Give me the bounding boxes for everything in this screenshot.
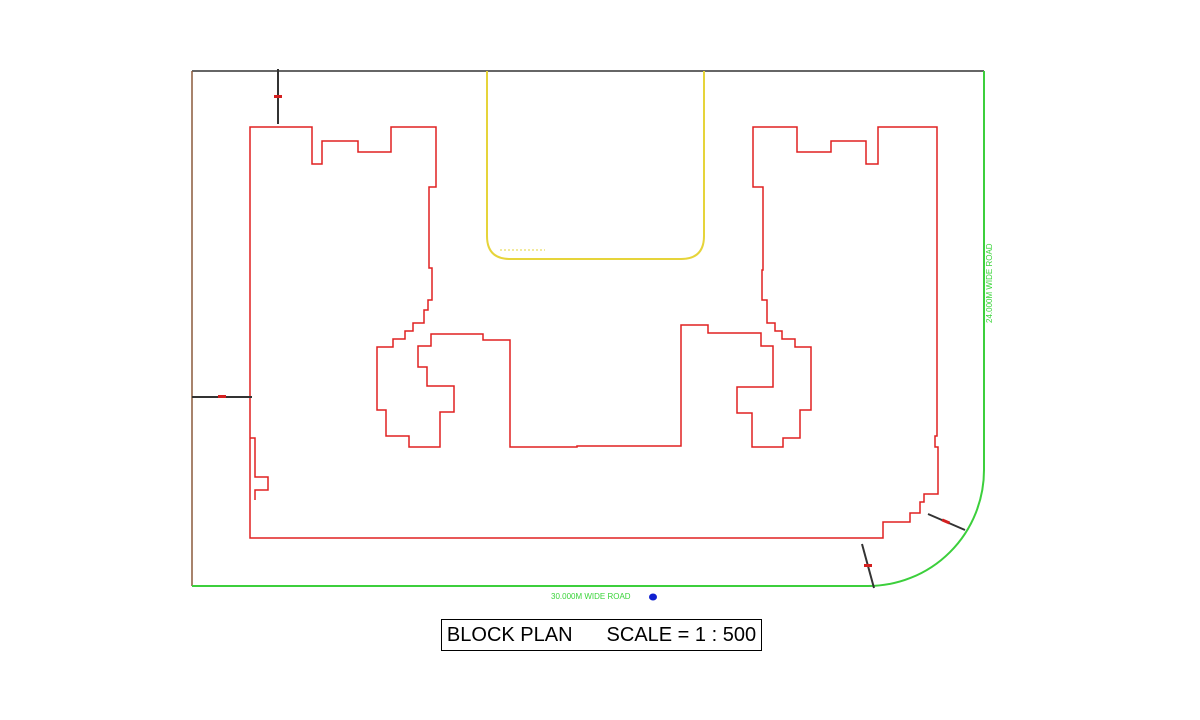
bottom-road-label: 30.000M WIDE ROAD <box>551 592 631 601</box>
gate-right-curve <box>927 513 966 531</box>
plan-title: BLOCK PLAN <box>446 623 573 646</box>
right-road-label: 24.000M WIDE ROAD <box>985 243 994 323</box>
building-left-notch <box>250 437 269 500</box>
road-edge-boundary <box>192 71 985 587</box>
north-point-icon <box>649 593 657 601</box>
gate-left <box>192 395 252 398</box>
pool-outline <box>486 71 705 260</box>
building-outline <box>249 126 939 539</box>
block-plan-title-box: BLOCK PLAN SCALE = 1 : 500 <box>441 619 762 651</box>
gate-bottom-curve <box>861 543 875 589</box>
gate-top-left <box>274 69 282 124</box>
plan-scale: SCALE = 1 : 500 <box>606 623 757 646</box>
